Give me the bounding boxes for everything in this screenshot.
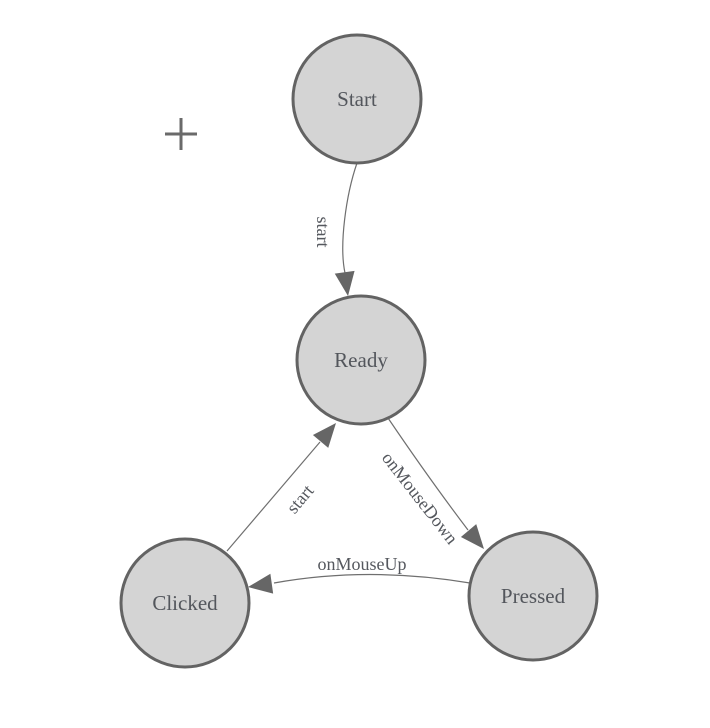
node-ready-circle[interactable] [295, 294, 427, 426]
node-clicked-circle[interactable] [119, 537, 251, 669]
node-ready[interactable]: Ready [295, 294, 427, 426]
edge-pressed-to-clicked[interactable]: onMouseUp [247, 554, 471, 597]
edge-label-onmousedown: onMouseDown [378, 448, 462, 548]
edge-line[interactable] [342, 162, 358, 274]
node-pressed[interactable]: Pressed [467, 530, 599, 662]
node-start[interactable]: Start [291, 33, 423, 165]
edge-clicked-to-ready[interactable]: start [226, 417, 344, 552]
edge-label-onmouseup: onMouseUp [318, 554, 407, 574]
arrowhead-icon [312, 423, 336, 448]
node-clicked[interactable]: Clicked [119, 537, 251, 669]
node-pressed-circle[interactable] [467, 530, 599, 662]
node-start-circle[interactable] [291, 33, 423, 165]
node-ready-label: Ready [334, 348, 388, 372]
edge-line[interactable] [387, 417, 469, 531]
edge-label-start: start [313, 217, 333, 248]
plus-crosshair-icon [165, 118, 197, 150]
arrowhead-icon [248, 573, 274, 594]
edge-line[interactable] [273, 573, 471, 584]
node-clicked-label: Clicked [152, 591, 218, 615]
arrowhead-icon [460, 524, 484, 549]
arrowhead-icon [334, 270, 355, 296]
edge-ready-to-pressed[interactable]: onMouseDown [378, 417, 492, 555]
edge-line[interactable] [226, 441, 321, 552]
node-pressed-label: Pressed [501, 584, 566, 608]
edge-label-start-2: start [282, 481, 317, 518]
edge-start-to-ready[interactable]: start [313, 162, 358, 297]
node-start-label: Start [337, 87, 377, 111]
